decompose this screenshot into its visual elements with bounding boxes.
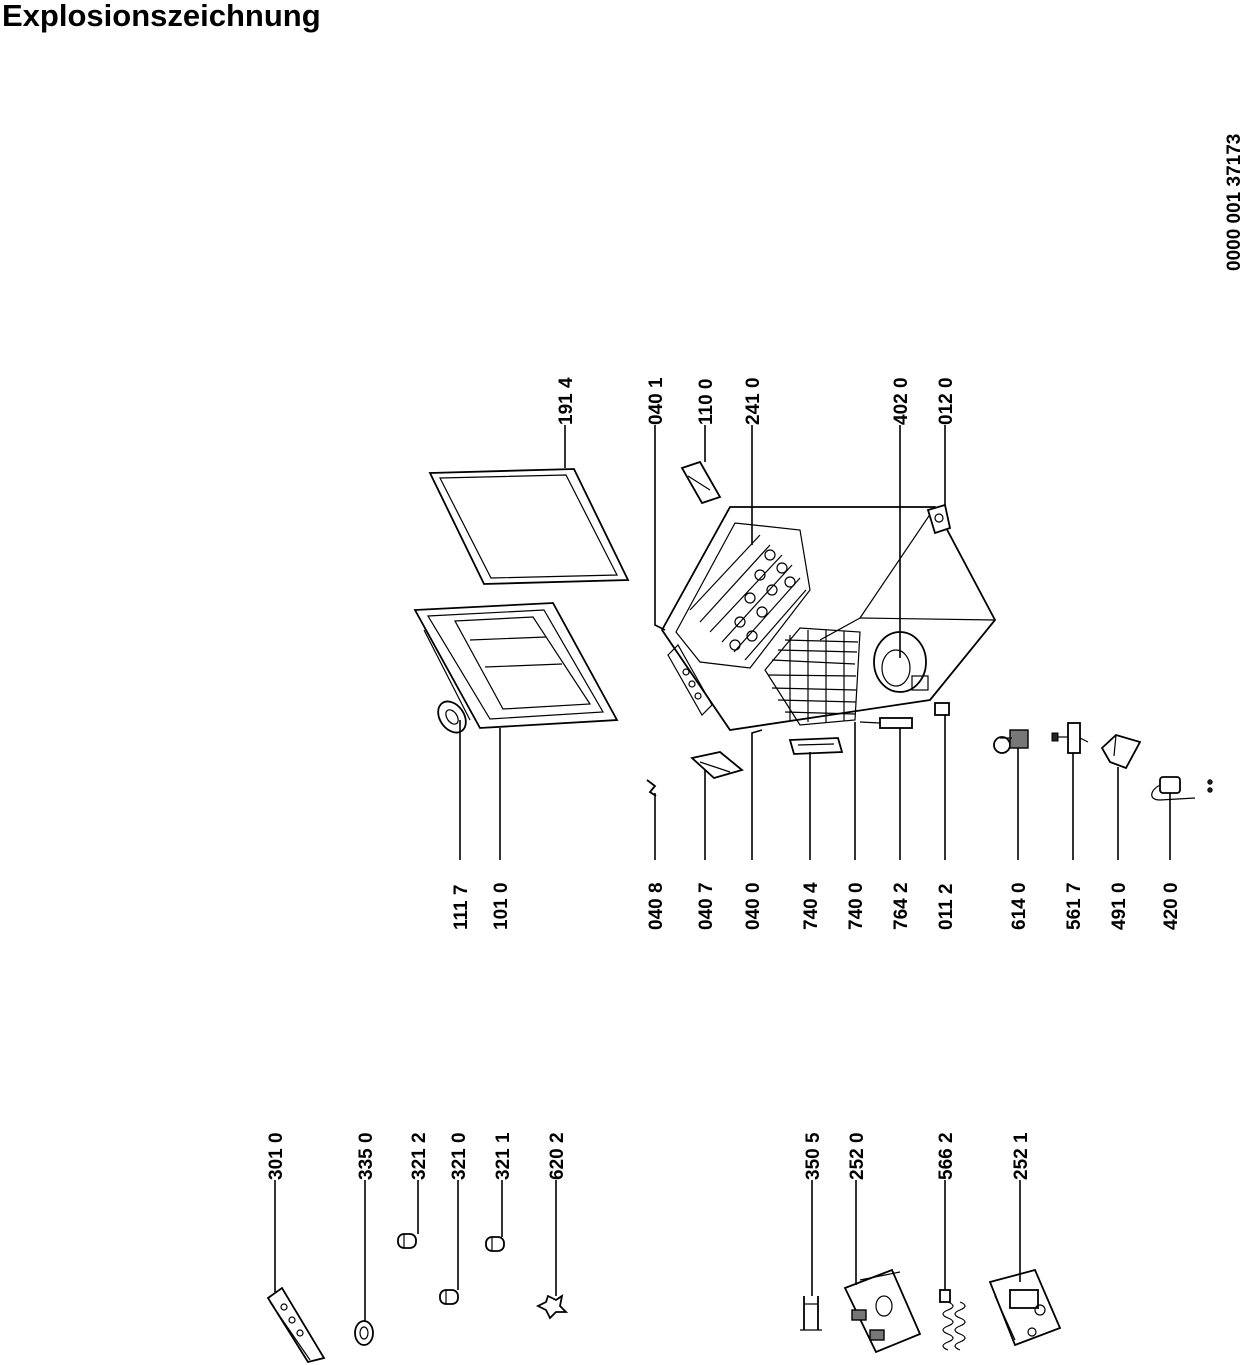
star-knob-shape [535,1294,569,1320]
leader-lines [274,425,1171,1321]
knob-shape [354,1320,374,1346]
part-label-561-7: 561 7 [1064,882,1085,930]
part-label-764-2: 764 2 [891,882,912,930]
control-panel-shape [266,1286,326,1364]
lamp-shapes [397,1233,505,1305]
relay-shape [993,729,1029,754]
page-title: Explosionszeichnung [2,0,321,33]
part-label-620-2: 620 2 [547,1132,568,1180]
part-label-402-0: 402 0 [891,377,912,425]
part-label-335-0: 335 0 [356,1132,377,1180]
part-label-111-7: 111 7 [451,885,472,930]
thermostat-screw-shape [1051,722,1089,754]
part-label-614-0: 614 0 [1009,882,1030,930]
part-label-040-7: 040 7 [696,882,717,930]
part-label-241-0: 241 0 [743,377,764,425]
part-label-420-0: 420 0 [1161,882,1182,930]
terminal-block-shape [843,1268,922,1354]
part-labels: 191 4 040 1 110 0 241 0 402 0 012 0 111 … [266,377,1182,1180]
part-label-740-4: 740 4 [801,882,822,930]
condenser-grid-shape [764,627,861,726]
door-shape [413,602,619,729]
part-label-301-0: 301 0 [266,1132,287,1180]
bracket-shape [1100,733,1142,770]
clip-shape [646,779,657,797]
bracket-bar-shape [788,737,844,755]
top-bar-shape [680,460,722,505]
part-label-321-2: 321 2 [409,1132,430,1180]
part-label-012-0: 012 0 [936,377,957,425]
basket-grid-shape [689,534,807,661]
spring-shape [939,1289,966,1351]
cover-shape [690,751,744,780]
part-label-110-0: 110 0 [696,379,717,426]
part-label-350-5: 350 5 [803,1132,824,1180]
cabinet-body-shape [660,503,997,731]
handle-ring-shape [437,700,467,734]
door-gasket-shape [428,468,630,585]
foot-block-shape [934,702,950,716]
tube-shape [859,717,913,729]
part-label-321-0: 321 0 [449,1132,470,1180]
part-label-040-8: 040 8 [646,882,667,930]
housing-block-shape [988,1268,1062,1347]
part-label-491-0: 491 0 [1109,882,1130,930]
part-label-566-2: 566 2 [936,1132,957,1180]
part-label-011-2: 011 2 [936,884,957,931]
part-label-040-0: 040 0 [743,882,764,930]
part-label-252-1: 252 1 [1011,1132,1032,1180]
connector-pin-shape [800,1296,822,1331]
part-label-101-0: 101 0 [491,882,512,930]
part-label-040-1: 040 1 [646,377,667,425]
part-illustrations [266,460,1213,1364]
part-label-740-0: 740 0 [846,882,867,930]
part-label-191-4: 191 4 [556,377,577,425]
part-label-321-1: 321 1 [493,1132,514,1180]
part-label-252-0: 252 0 [847,1132,868,1180]
capacitor-shape [1151,776,1213,801]
